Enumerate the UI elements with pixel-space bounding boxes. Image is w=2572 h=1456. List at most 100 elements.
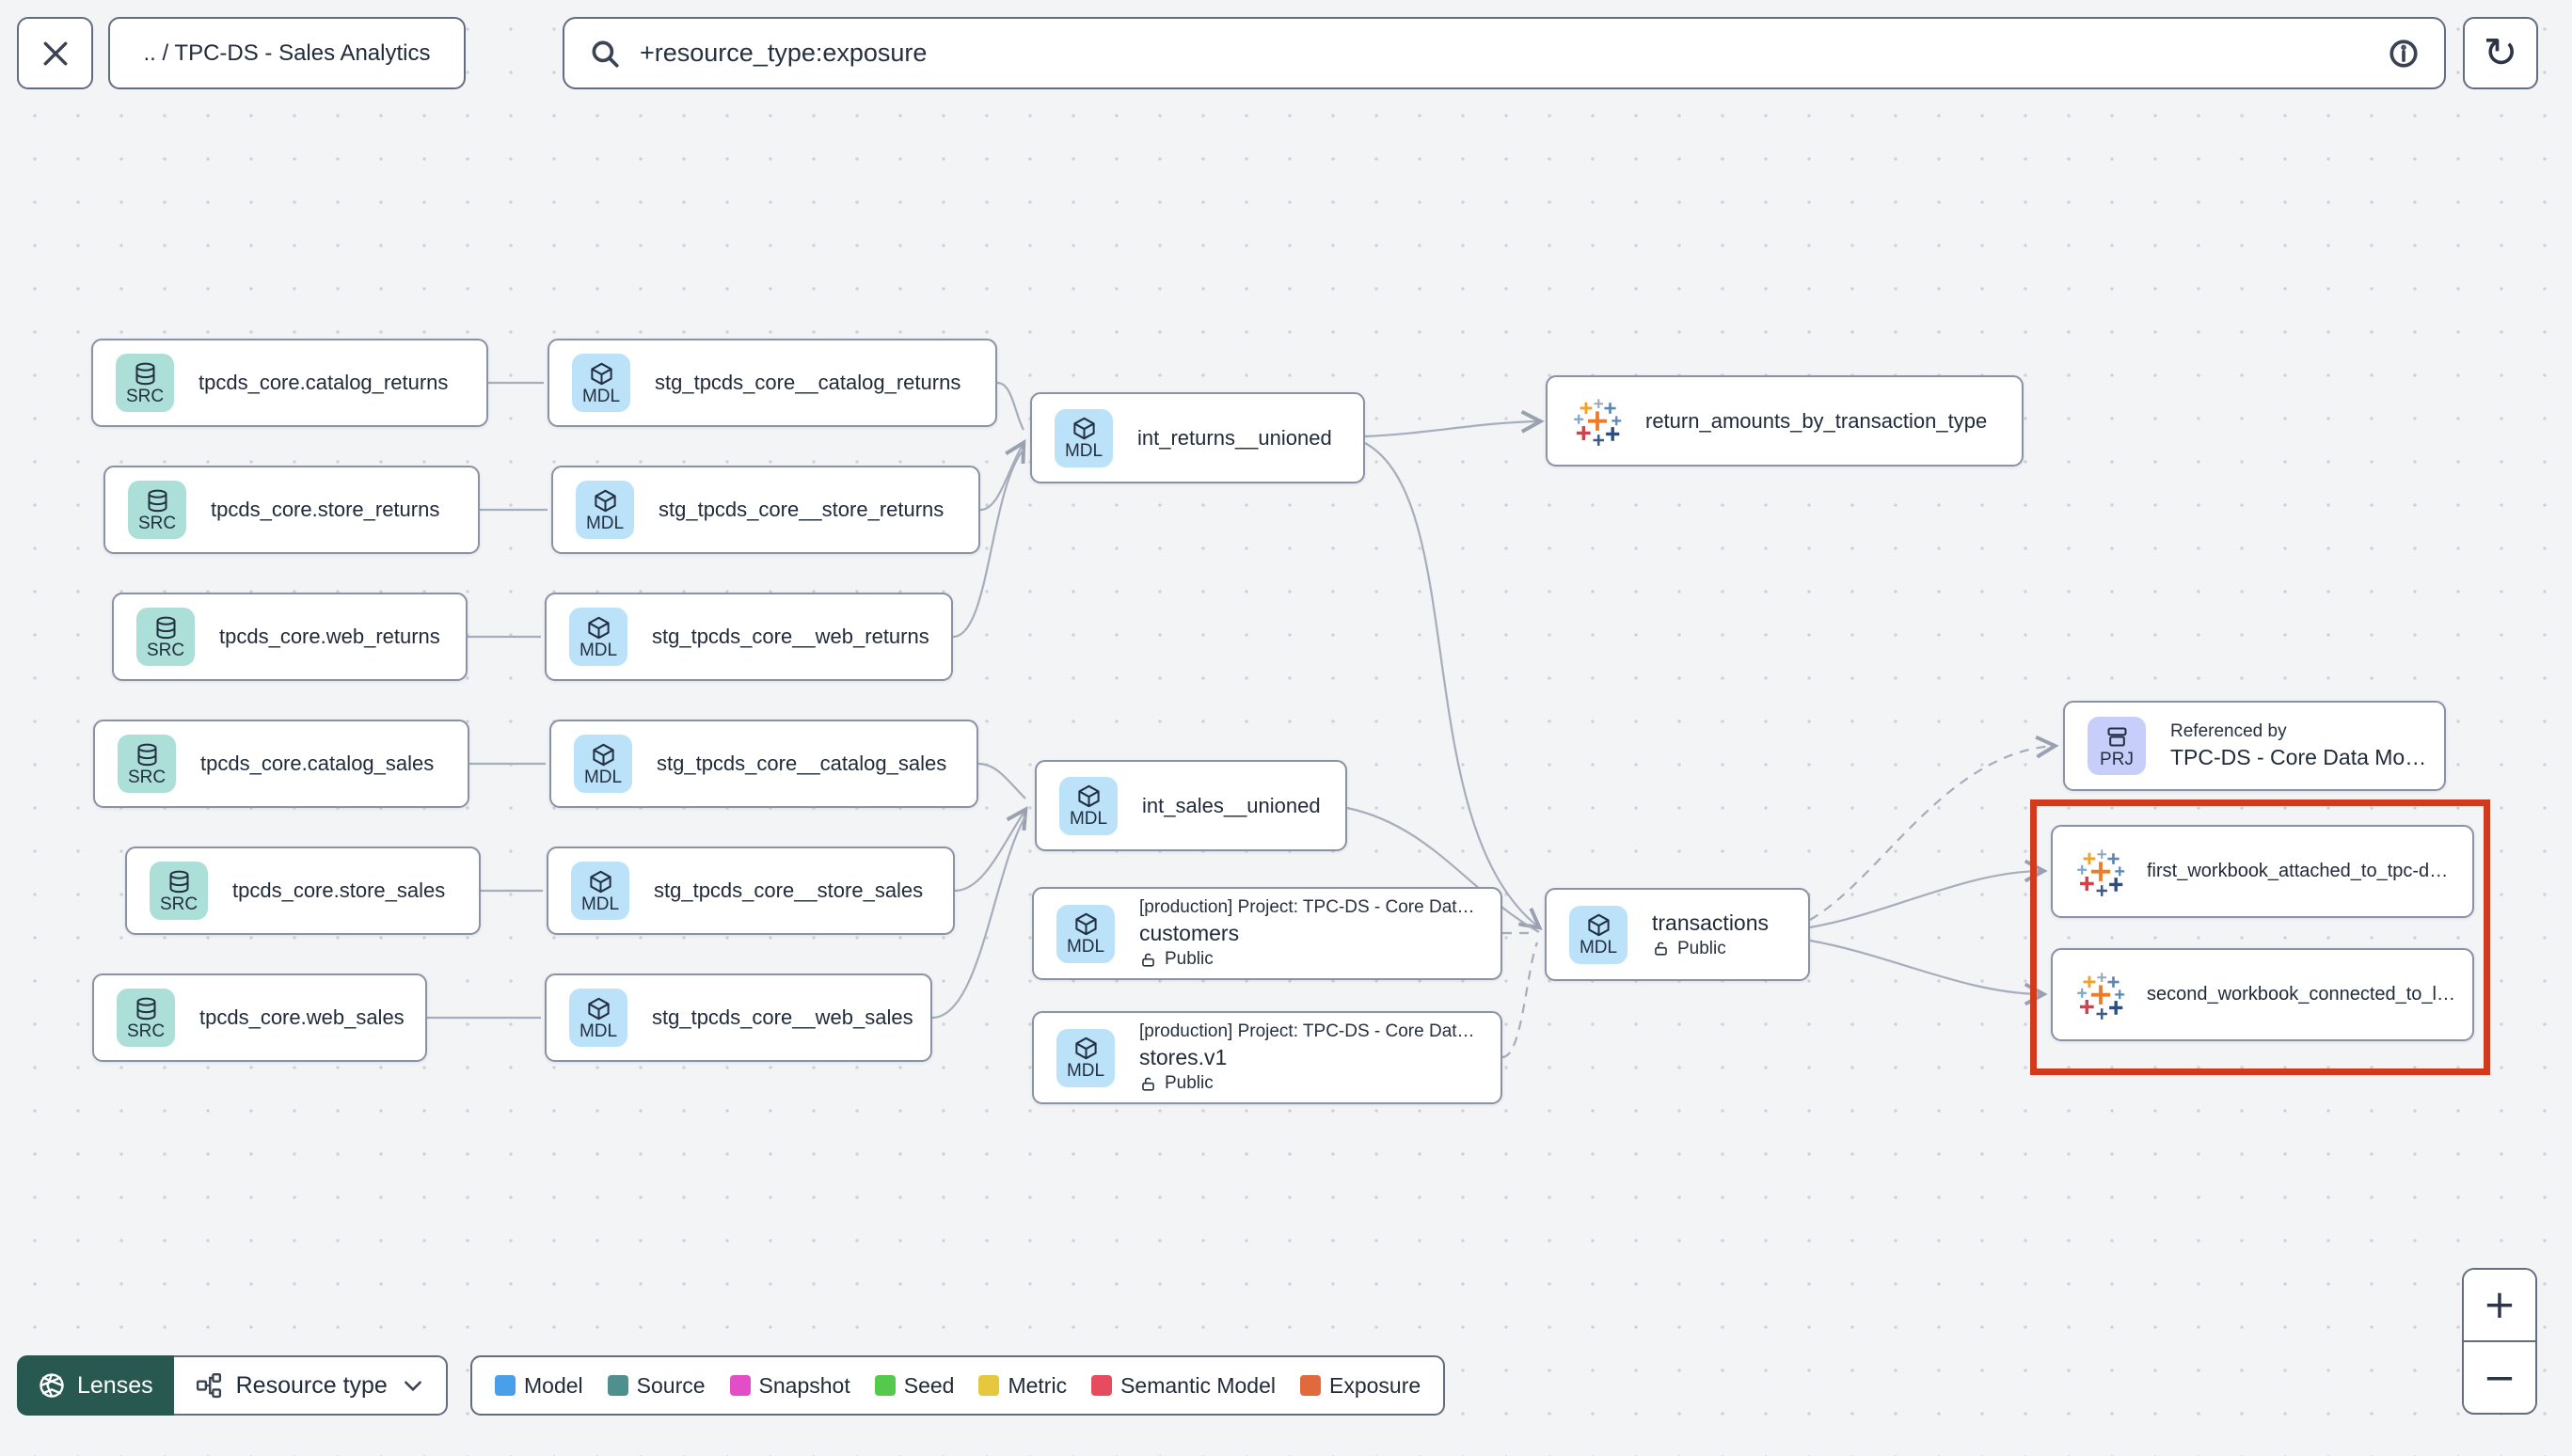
source-swatch <box>607 1375 628 1396</box>
model-badge: MDL <box>574 735 632 793</box>
legend-item-snapshot: Snapshot <box>729 1373 850 1399</box>
node-customers[interactable]: MDL [production] Project: TPC-DS - Core … <box>1032 887 1502 980</box>
refresh-button[interactable]: ↻ <box>2463 17 2538 89</box>
node-stg-catalog-returns[interactable]: MDL stg_tpcds_core__catalog_returns <box>548 339 997 427</box>
cube-icon <box>586 615 611 641</box>
archive-icon <box>2104 724 2130 750</box>
source-badge: SRC <box>128 481 186 539</box>
search-input[interactable] <box>638 38 2371 69</box>
referenced-by-label: Referenced by <box>2170 721 2287 741</box>
source-badge: SRC <box>136 608 195 666</box>
cube-icon <box>1586 912 1611 938</box>
database-icon <box>153 615 179 641</box>
info-icon[interactable] <box>2388 38 2420 70</box>
database-icon <box>145 488 170 514</box>
model-badge: MDL <box>1055 408 1113 467</box>
cube-icon <box>1076 783 1102 809</box>
cube-icon <box>588 869 613 894</box>
node-src-store-returns[interactable]: SRC tpcds_core.store_returns <box>103 466 480 554</box>
node-transactions[interactable]: MDL transactions Public <box>1545 888 1810 981</box>
model-badge: MDL <box>569 989 627 1047</box>
node-workbook-first[interactable]: first_workbook_attached_to_tpc-ds_-_… <box>2051 825 2474 918</box>
database-icon <box>167 869 192 894</box>
node-referenced-by-project[interactable]: PRJ Referenced by TPC-DS - Core Data Mod… <box>2063 701 2446 791</box>
zoom-out-button[interactable]: − <box>2464 1342 2535 1413</box>
lenses-button[interactable]: Lenses <box>17 1355 174 1416</box>
node-src-store-sales[interactable]: SRC tpcds_core.store_sales <box>125 847 481 935</box>
source-badge: SRC <box>116 354 174 412</box>
cube-icon <box>1072 416 1097 441</box>
project-label: [production] Project: TPC-DS - Core Data… <box>1139 897 1484 917</box>
search-bar <box>563 17 2446 89</box>
selection-highlight <box>2030 799 2490 1075</box>
node-exposure-return-amounts[interactable]: return_amounts_by_transaction_type <box>1546 375 2024 467</box>
refresh-icon: ↻ <box>2483 28 2518 77</box>
metric-swatch <box>978 1375 1000 1396</box>
legend-item-metric: Metric <box>978 1373 1067 1399</box>
node-src-catalog-returns[interactable]: SRC tpcds_core.catalog_returns <box>91 339 488 427</box>
project-label: [production] Project: TPC-DS - Core Data… <box>1139 1021 1484 1041</box>
zoom-controls: + − <box>2462 1268 2537 1415</box>
cube-icon <box>589 361 614 387</box>
model-badge: MDL <box>1056 1028 1115 1087</box>
database-icon <box>134 996 159 1021</box>
cube-icon <box>1073 911 1099 937</box>
lenses-icon <box>38 1371 66 1400</box>
database-icon <box>133 361 158 387</box>
cube-icon <box>591 742 616 768</box>
legend: Model Source Snapshot Seed Metric Semant… <box>470 1355 1446 1416</box>
visibility-label: Public <box>1139 949 1484 970</box>
source-badge: SRC <box>150 862 208 920</box>
node-int-returns-unioned[interactable]: MDL int_returns__unioned <box>1030 392 1365 483</box>
exposure-swatch <box>1300 1375 1321 1396</box>
chevron-down-icon <box>401 1373 425 1398</box>
seed-swatch <box>874 1375 896 1396</box>
node-src-catalog-sales[interactable]: SRC tpcds_core.catalog_sales <box>93 720 469 808</box>
breadcrumb-label: .. / TPC-DS - Sales Analytics <box>143 40 431 66</box>
model-badge: MDL <box>572 354 630 412</box>
model-swatch <box>495 1375 516 1396</box>
cube-icon <box>1073 1036 1099 1061</box>
node-src-web-returns[interactable]: SRC tpcds_core.web_returns <box>112 593 468 681</box>
legend-item-seed: Seed <box>874 1373 954 1399</box>
database-icon <box>135 742 160 768</box>
project-badge: PRJ <box>2088 717 2146 775</box>
resource-type-icon <box>195 1371 223 1400</box>
lock-open-icon <box>1139 951 1157 969</box>
tableau-icon <box>1572 396 1623 447</box>
legend-item-model: Model <box>495 1373 583 1399</box>
model-badge: MDL <box>1059 776 1118 835</box>
semantic-model-swatch <box>1091 1375 1113 1396</box>
legend-item-semantic-model: Semantic Model <box>1091 1373 1276 1399</box>
node-stg-catalog-sales[interactable]: MDL stg_tpcds_core__catalog_sales <box>549 720 978 808</box>
legend-item-exposure: Exposure <box>1300 1373 1421 1399</box>
zoom-in-button[interactable]: + <box>2464 1270 2535 1340</box>
node-stg-store-returns[interactable]: MDL stg_tpcds_core__store_returns <box>551 466 980 554</box>
node-src-web-sales[interactable]: SRC tpcds_core.web_sales <box>92 973 427 1062</box>
search-icon <box>592 40 619 68</box>
lock-open-icon <box>1139 1075 1157 1093</box>
source-badge: SRC <box>117 989 175 1047</box>
model-badge: MDL <box>571 862 629 920</box>
node-stores-v1[interactable]: MDL [production] Project: TPC-DS - Core … <box>1032 1011 1502 1104</box>
source-badge: SRC <box>118 735 176 793</box>
snapshot-swatch <box>729 1375 751 1396</box>
resource-type-dropdown[interactable]: Resource type <box>173 1355 448 1416</box>
breadcrumb[interactable]: .. / TPC-DS - Sales Analytics <box>108 17 466 89</box>
node-int-sales-unioned[interactable]: MDL int_sales__unioned <box>1035 760 1347 851</box>
cube-icon <box>593 488 618 514</box>
visibility-label: Public <box>1652 939 1769 959</box>
node-stg-store-sales[interactable]: MDL stg_tpcds_core__store_sales <box>547 847 955 935</box>
model-badge: MDL <box>1569 905 1627 964</box>
model-badge: MDL <box>1056 904 1115 963</box>
lock-open-icon <box>1652 940 1670 957</box>
close-button[interactable] <box>17 17 93 89</box>
node-stg-web-returns[interactable]: MDL stg_tpcds_core__web_returns <box>545 593 953 681</box>
zoom-divider <box>2464 1339 2535 1343</box>
model-badge: MDL <box>576 481 634 539</box>
node-workbook-second[interactable]: second_workbook_connected_to_live… <box>2051 948 2474 1041</box>
node-stg-web-sales[interactable]: MDL stg_tpcds_core__web_sales <box>545 973 932 1062</box>
visibility-label: Public <box>1139 1073 1484 1094</box>
close-icon <box>43 41 67 65</box>
